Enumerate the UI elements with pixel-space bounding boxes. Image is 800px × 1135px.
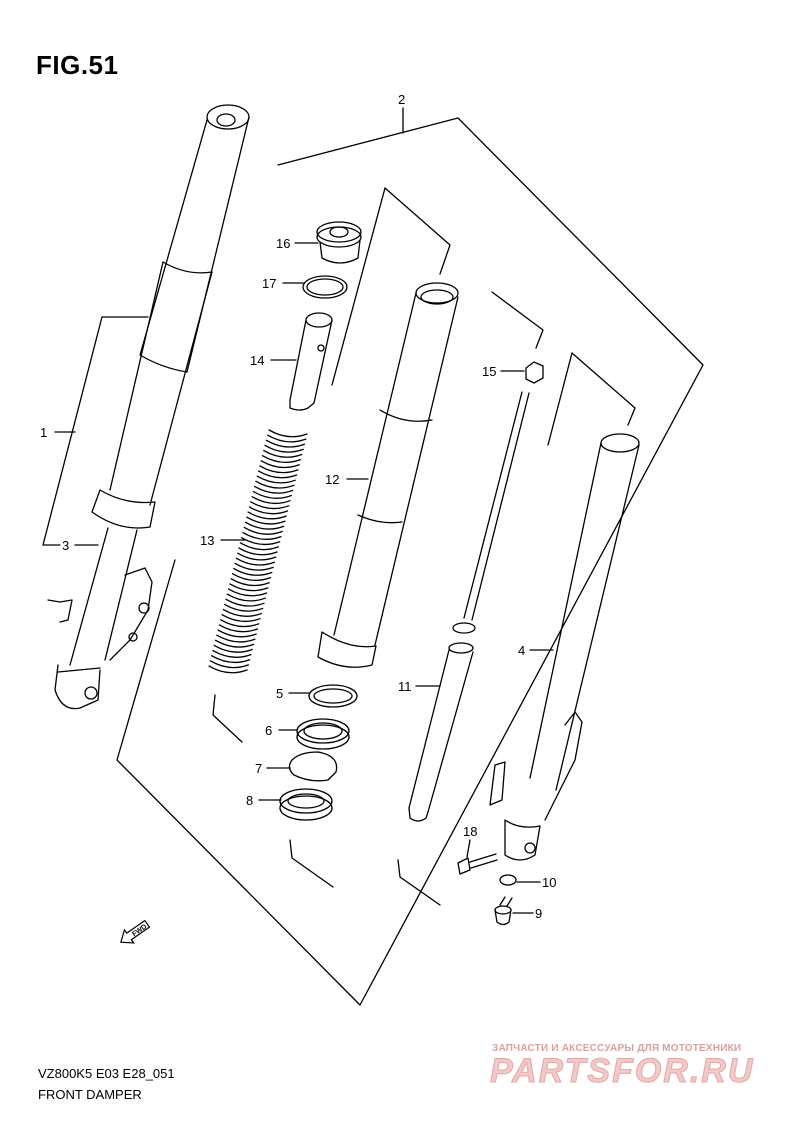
forward-arrow-icon: FWD [120,919,151,944]
part-inner-tube [317,282,459,668]
watermark-tagline: ЗАПЧАСТИ И АКСЕССУАРЫ ДЛЯ МОТОТЕХНИКИ [492,1043,742,1054]
callout-1: 1 [40,425,47,440]
callout-5: 5 [276,686,283,701]
leader-line-18 [466,839,471,858]
part-cap-bolt [316,221,362,264]
bracket-outer-tube-top [571,352,636,426]
callout-3: 3 [62,538,69,553]
bracket-spring-left [331,187,386,386]
part-spacer [289,312,333,411]
callout-13: 13 [200,533,214,548]
bracket-outer-tube-left [547,352,573,446]
callout-10: 10 [542,875,556,890]
part-damper-rod [408,391,530,822]
callout-16: 16 [276,236,290,251]
part-seal-spacer [296,718,350,750]
figure-title: FIG.51 [36,50,119,80]
fwd-label: FWD [131,923,148,938]
watermark-logo: PARTSFOR.RU [489,1052,755,1091]
callout-14: 14 [250,353,264,368]
callout-6: 6 [265,723,272,738]
callout-8: 8 [246,793,253,808]
part-spring [208,429,308,674]
callout-17: 17 [262,276,276,291]
diagram-code: VZ800K5 E03 E28_051 [38,1066,175,1081]
callout-7: 7 [255,761,262,776]
callout-12: 12 [325,472,339,487]
front-fork-assembly [47,104,250,710]
bracket-spring-lower [212,694,243,743]
group-outline-item-2 [116,117,704,1006]
bracket-rod-lower [289,839,334,888]
part-drain-bolt [494,896,513,926]
part-axle-pinch-bolt [457,853,498,875]
bracket-spring-section [384,187,451,275]
callout-4: 4 [518,643,525,658]
callout-9: 9 [535,906,542,921]
part-slide-bushing [308,684,358,708]
callout-11: 11 [398,679,412,694]
part-outer-tube [489,433,640,861]
part-lock-nut [525,361,544,384]
part-washer [499,874,517,886]
diagram-name: FRONT DAMPER [38,1087,142,1102]
part-o-ring [302,275,348,299]
callout-15: 15 [482,364,496,379]
callout-18: 18 [463,824,477,839]
bracket-outer-tube-lower [397,859,441,906]
bracket-item-1 [42,316,149,546]
bracket-rod-top [491,291,544,349]
part-oil-seal-stopper-ring [288,751,338,782]
part-oil-seal [279,788,333,821]
callout-2: 2 [398,92,405,107]
